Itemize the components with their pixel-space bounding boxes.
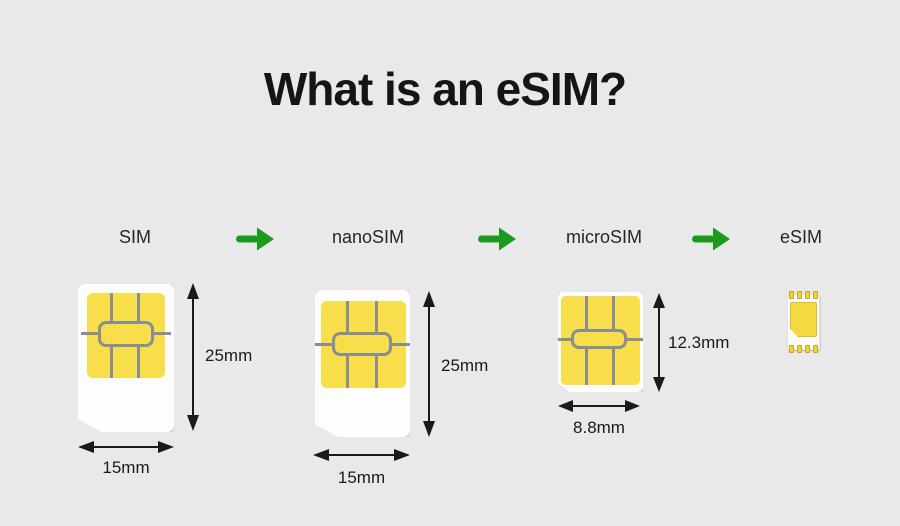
green-arrow-icon [236, 227, 274, 251]
width-dimension-arrow [78, 441, 174, 453]
green-arrow-icon [692, 227, 730, 251]
esim-pin [797, 345, 802, 353]
height-dimension-arrow [423, 291, 435, 437]
sim-card-micro [558, 292, 643, 392]
esim-chip [787, 290, 820, 354]
esim-pin [789, 345, 794, 353]
green-arrow-icon [478, 227, 516, 251]
dimension-label: 15mm [337, 468, 386, 487]
stage-label-sim: SIM [118, 227, 151, 247]
esim-contact-pad [790, 302, 817, 337]
height-dimension-arrow [187, 283, 199, 431]
dimension-label: 25mm [441, 356, 489, 375]
chip-center-pad [332, 332, 392, 356]
chip-center-pad [571, 329, 627, 349]
sim-card-standard [78, 284, 174, 432]
esim-pin [805, 345, 810, 353]
esim-pin [813, 291, 818, 299]
stage-label-nanosim: nanoSIM [331, 227, 405, 247]
chip-center-pad [98, 321, 154, 347]
sim-card-nano [315, 290, 410, 437]
sim-chip [81, 293, 171, 378]
esim-pin [805, 291, 810, 299]
stage-label-microsim: microSIM [566, 227, 642, 247]
esim-pin [813, 345, 818, 353]
width-dimension-arrow [313, 449, 410, 461]
height-dimension-arrow [653, 293, 665, 392]
esim-pin [789, 291, 794, 299]
stage-label-esim: eSIM [779, 227, 822, 247]
width-dimension-arrow [558, 400, 640, 412]
page-title: What is an eSIM? [263, 63, 627, 115]
sim-chip [315, 301, 410, 388]
dimension-label: 15mm [102, 458, 150, 477]
sim-chip [558, 296, 643, 385]
dimension-label: 25mm [205, 346, 253, 365]
dimension-label: 8.8mm [573, 418, 625, 437]
esim-pin [797, 291, 802, 299]
dimension-label: 12.3mm [668, 333, 730, 352]
